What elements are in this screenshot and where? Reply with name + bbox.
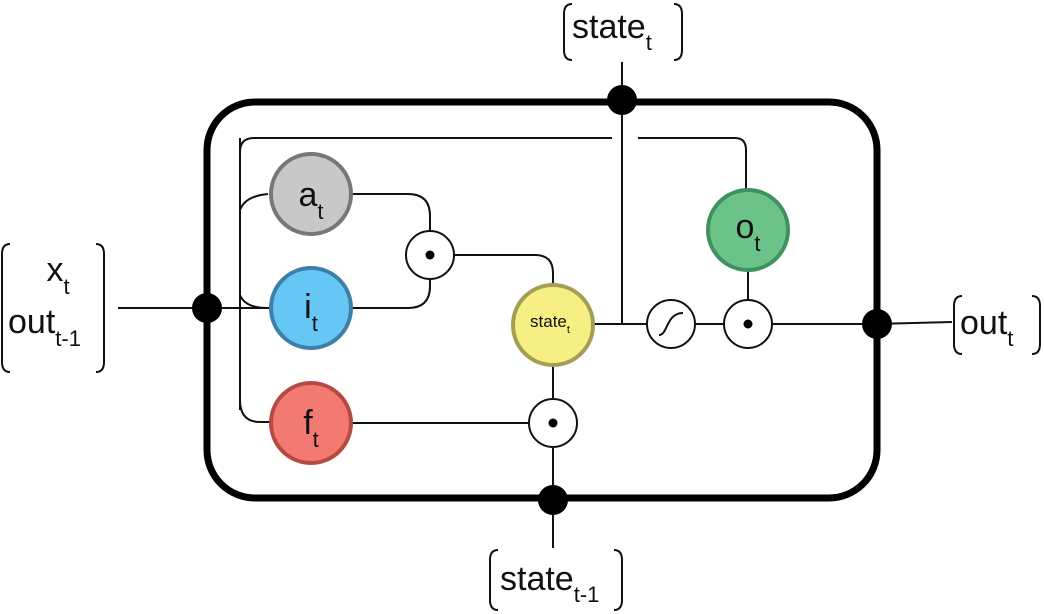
gate-f-circle [269, 381, 353, 465]
top-to-o-wire [638, 137, 747, 190]
multiply-icon [425, 250, 435, 260]
forget-multiply-operator [528, 398, 578, 448]
input-junction-dot [192, 293, 222, 323]
cell-state-node: statet [511, 283, 595, 367]
bus-to-a-wire [239, 193, 269, 211]
activation-operator [646, 299, 696, 349]
gate-f-label: ft [303, 404, 319, 452]
output-left-bracket [953, 295, 963, 355]
output-multiply-operator [723, 299, 773, 349]
sigmoid-icon [658, 312, 684, 336]
gate-a-label: at [298, 176, 323, 224]
gate-i-circle [269, 266, 353, 350]
a-to-mult-wire [352, 193, 431, 232]
state-bottom-left-bracket [489, 549, 499, 611]
input-multiply-operator [405, 230, 455, 280]
output-junction-dot [862, 309, 892, 339]
gate-o: ot [706, 188, 790, 272]
multiply-icon [548, 418, 558, 428]
bus-to-f-wire [239, 399, 270, 423]
input-right-bracket [95, 243, 105, 373]
input-x-label: xt [46, 251, 69, 299]
output-right-bracket [1031, 295, 1041, 355]
input-left-bracket [1, 243, 11, 373]
gate-a: at [269, 152, 353, 236]
mult-to-state-wire [455, 254, 554, 284]
input-out-prev-label: outt-1 [8, 303, 81, 351]
state-top-left-bracket [563, 3, 573, 61]
output-label: outt [953, 295, 1041, 355]
top-state-junction-dot [607, 85, 637, 115]
multiply-icon [743, 319, 753, 329]
output-text: outt [960, 304, 1013, 351]
state-bottom-label: statet-1 [489, 549, 623, 611]
bottom-state-junction-dot [538, 485, 568, 515]
state-top-right-bracket [673, 3, 683, 61]
input-label: xt outt-1 [1, 243, 105, 373]
i-to-mult-wire [352, 278, 431, 309]
cell-state-label: statet [530, 312, 570, 336]
gate-f: ft [269, 381, 353, 465]
gate-a-circle [269, 152, 353, 236]
state-top-text: statet [572, 8, 652, 55]
state-bottom-text: statet-1 [500, 560, 599, 607]
gate-o-circle [706, 188, 790, 272]
state-bottom-right-bracket [613, 549, 623, 611]
gate-i-label: it [304, 288, 318, 336]
cell-state-circle [511, 283, 595, 367]
gate-i: it [269, 266, 353, 350]
gate-o-label: ot [735, 208, 760, 256]
bus-to-i-wire [239, 294, 269, 309]
state-top-label: statet [563, 3, 683, 61]
bus-to-top-wire [239, 137, 612, 153]
